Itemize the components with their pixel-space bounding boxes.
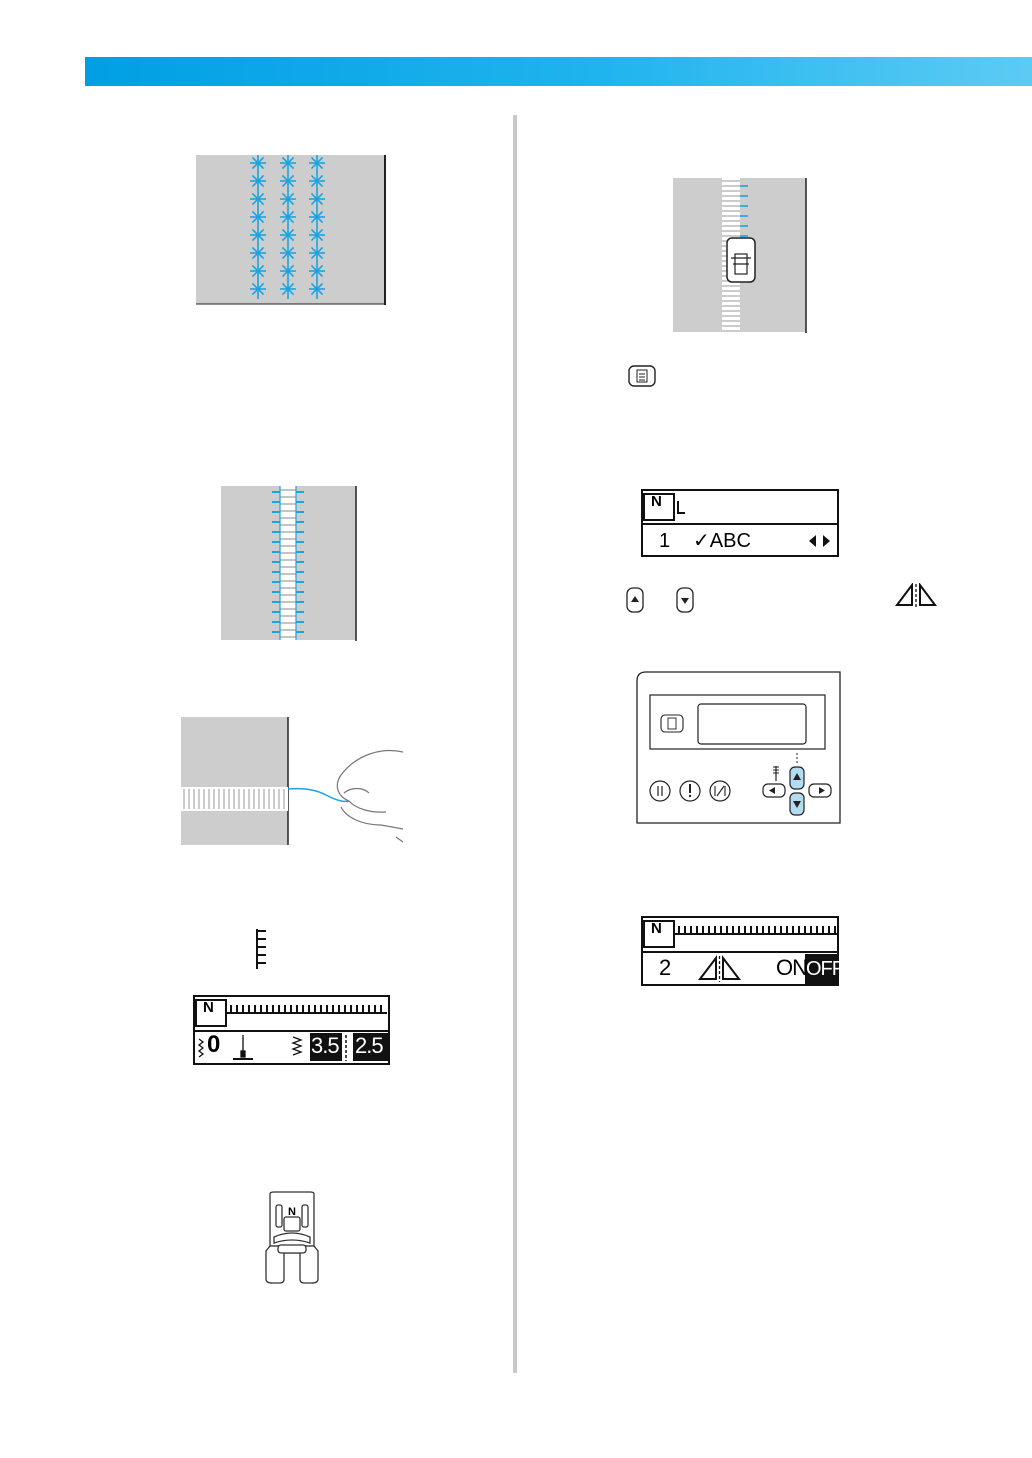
triple-stitch-seam-figure [221, 486, 358, 642]
lcd-mirror-setting: N 2 ON OFF [641, 916, 839, 986]
lcd-off-option-selected: OFF [806, 956, 843, 982]
lcd-stitch-settings: N 0 3.5 2.5 [193, 995, 390, 1065]
svg-text:N: N [288, 1206, 296, 1218]
decorative-stitch-rows-figure [196, 155, 388, 307]
settings-key-icon [628, 365, 656, 387]
lcd-presser-foot-code: N [651, 493, 662, 510]
down-arrow-key-icon [676, 587, 694, 613]
lcd-on-option: ON [776, 955, 807, 981]
monogramming-foot-n-icon: N [264, 1191, 320, 1287]
lcd-setting-number: 2 [659, 955, 671, 981]
stitch-length-icon [252, 928, 268, 970]
lcd-settings-menu: N 1 ✓ABC [641, 489, 839, 557]
lcd-stitch-width-value: 3.5 [311, 1032, 339, 1060]
up-arrow-key-icon [626, 587, 644, 613]
header-bar [85, 57, 1032, 86]
lcd-tension-value: 0 [207, 1031, 220, 1059]
hand-pulling-thread-icon [337, 751, 403, 842]
lcd-stitch-length-value: 2.5 [355, 1032, 383, 1060]
lcd-presser-foot-code: N [651, 920, 662, 937]
control-panel-figure [636, 671, 842, 825]
lcd-presser-foot-code: N [203, 999, 214, 1016]
pulling-thread-figure [181, 717, 403, 847]
lcd-menu-item-label: ✓ABC [693, 529, 751, 553]
foot-on-stitch-figure [673, 178, 807, 334]
column-divider [513, 115, 517, 1373]
lcd-menu-item-number: 1 [659, 529, 670, 553]
mirror-image-icon [895, 583, 937, 609]
